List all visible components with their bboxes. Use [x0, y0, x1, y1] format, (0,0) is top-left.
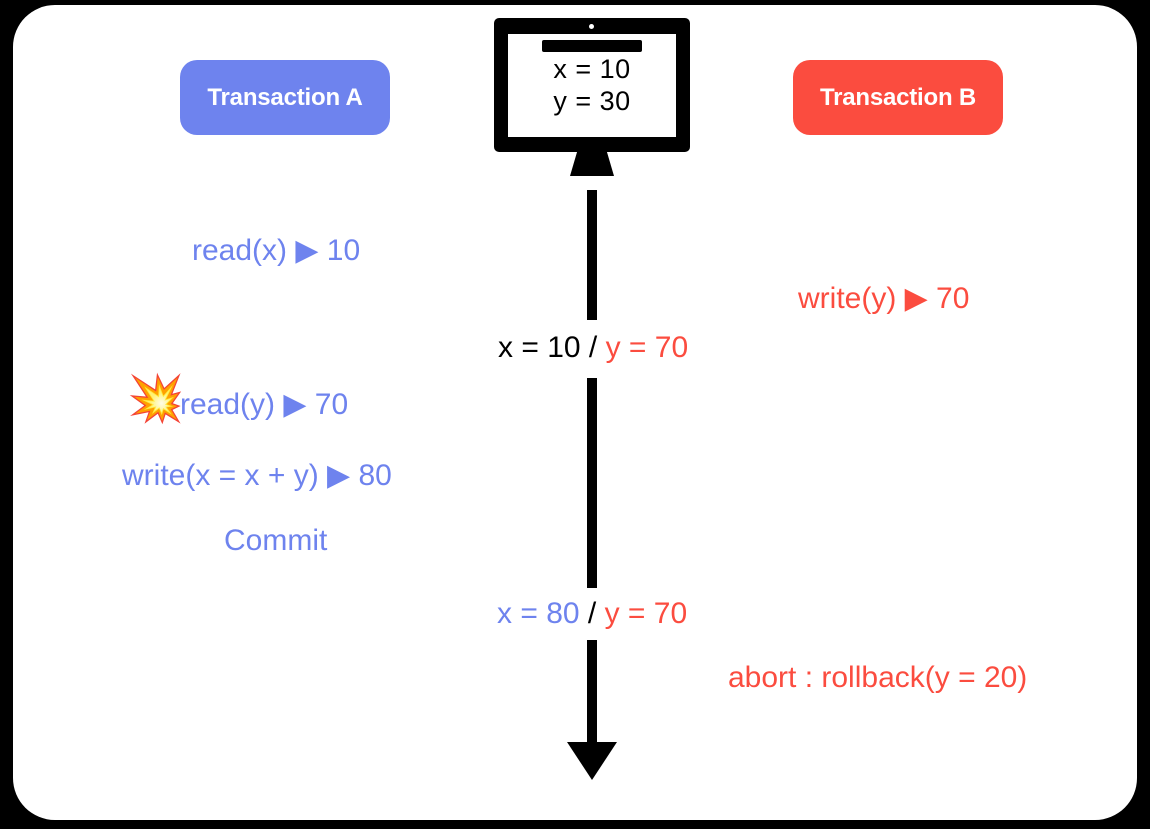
- timeline-segment-3: [587, 640, 597, 745]
- monitor-foot: [542, 40, 642, 52]
- timeline-segment-1: [587, 190, 597, 320]
- transaction-a-label: Transaction A: [180, 60, 390, 135]
- monitor-body: x = 10 y = 30: [494, 18, 690, 152]
- monitor-camera-dot: [589, 24, 594, 29]
- state-2-part-2: y = 70: [604, 597, 688, 630]
- op-b-write-y: write(y) ▶ 70: [798, 282, 970, 315]
- state-1-part-1: /: [580, 331, 606, 364]
- timeline-segment-2: [587, 378, 597, 588]
- state-2-part-1: /: [579, 597, 605, 630]
- op-a-read-y: read(y) ▶ 70: [180, 388, 349, 421]
- op-b-abort-rollback: abort : rollback(y = 20): [728, 661, 1028, 694]
- down-arrow-icon: [567, 742, 617, 780]
- op-a-write-x: write(x = x + y) ▶ 80: [122, 459, 392, 492]
- db-state-y: y = 30: [553, 85, 631, 116]
- op-a-read-x: read(x) ▶ 10: [192, 234, 361, 267]
- state-label-1: x = 10 / y = 70: [498, 333, 688, 363]
- state-label-2: x = 80 / y = 70: [497, 599, 687, 629]
- state-2-part-0: x = 80: [497, 597, 580, 630]
- op-a-commit: Commit: [224, 524, 328, 557]
- db-state-x: x = 10: [553, 53, 631, 84]
- transaction-b-label: Transaction B: [793, 60, 1003, 135]
- database-monitor-icon: x = 10 y = 30: [494, 18, 690, 188]
- state-1-part-0: x = 10: [498, 331, 581, 364]
- state-1-part-2: y = 70: [605, 331, 689, 364]
- collision-icon: 💥: [127, 372, 185, 424]
- monitor-neck: [570, 152, 614, 176]
